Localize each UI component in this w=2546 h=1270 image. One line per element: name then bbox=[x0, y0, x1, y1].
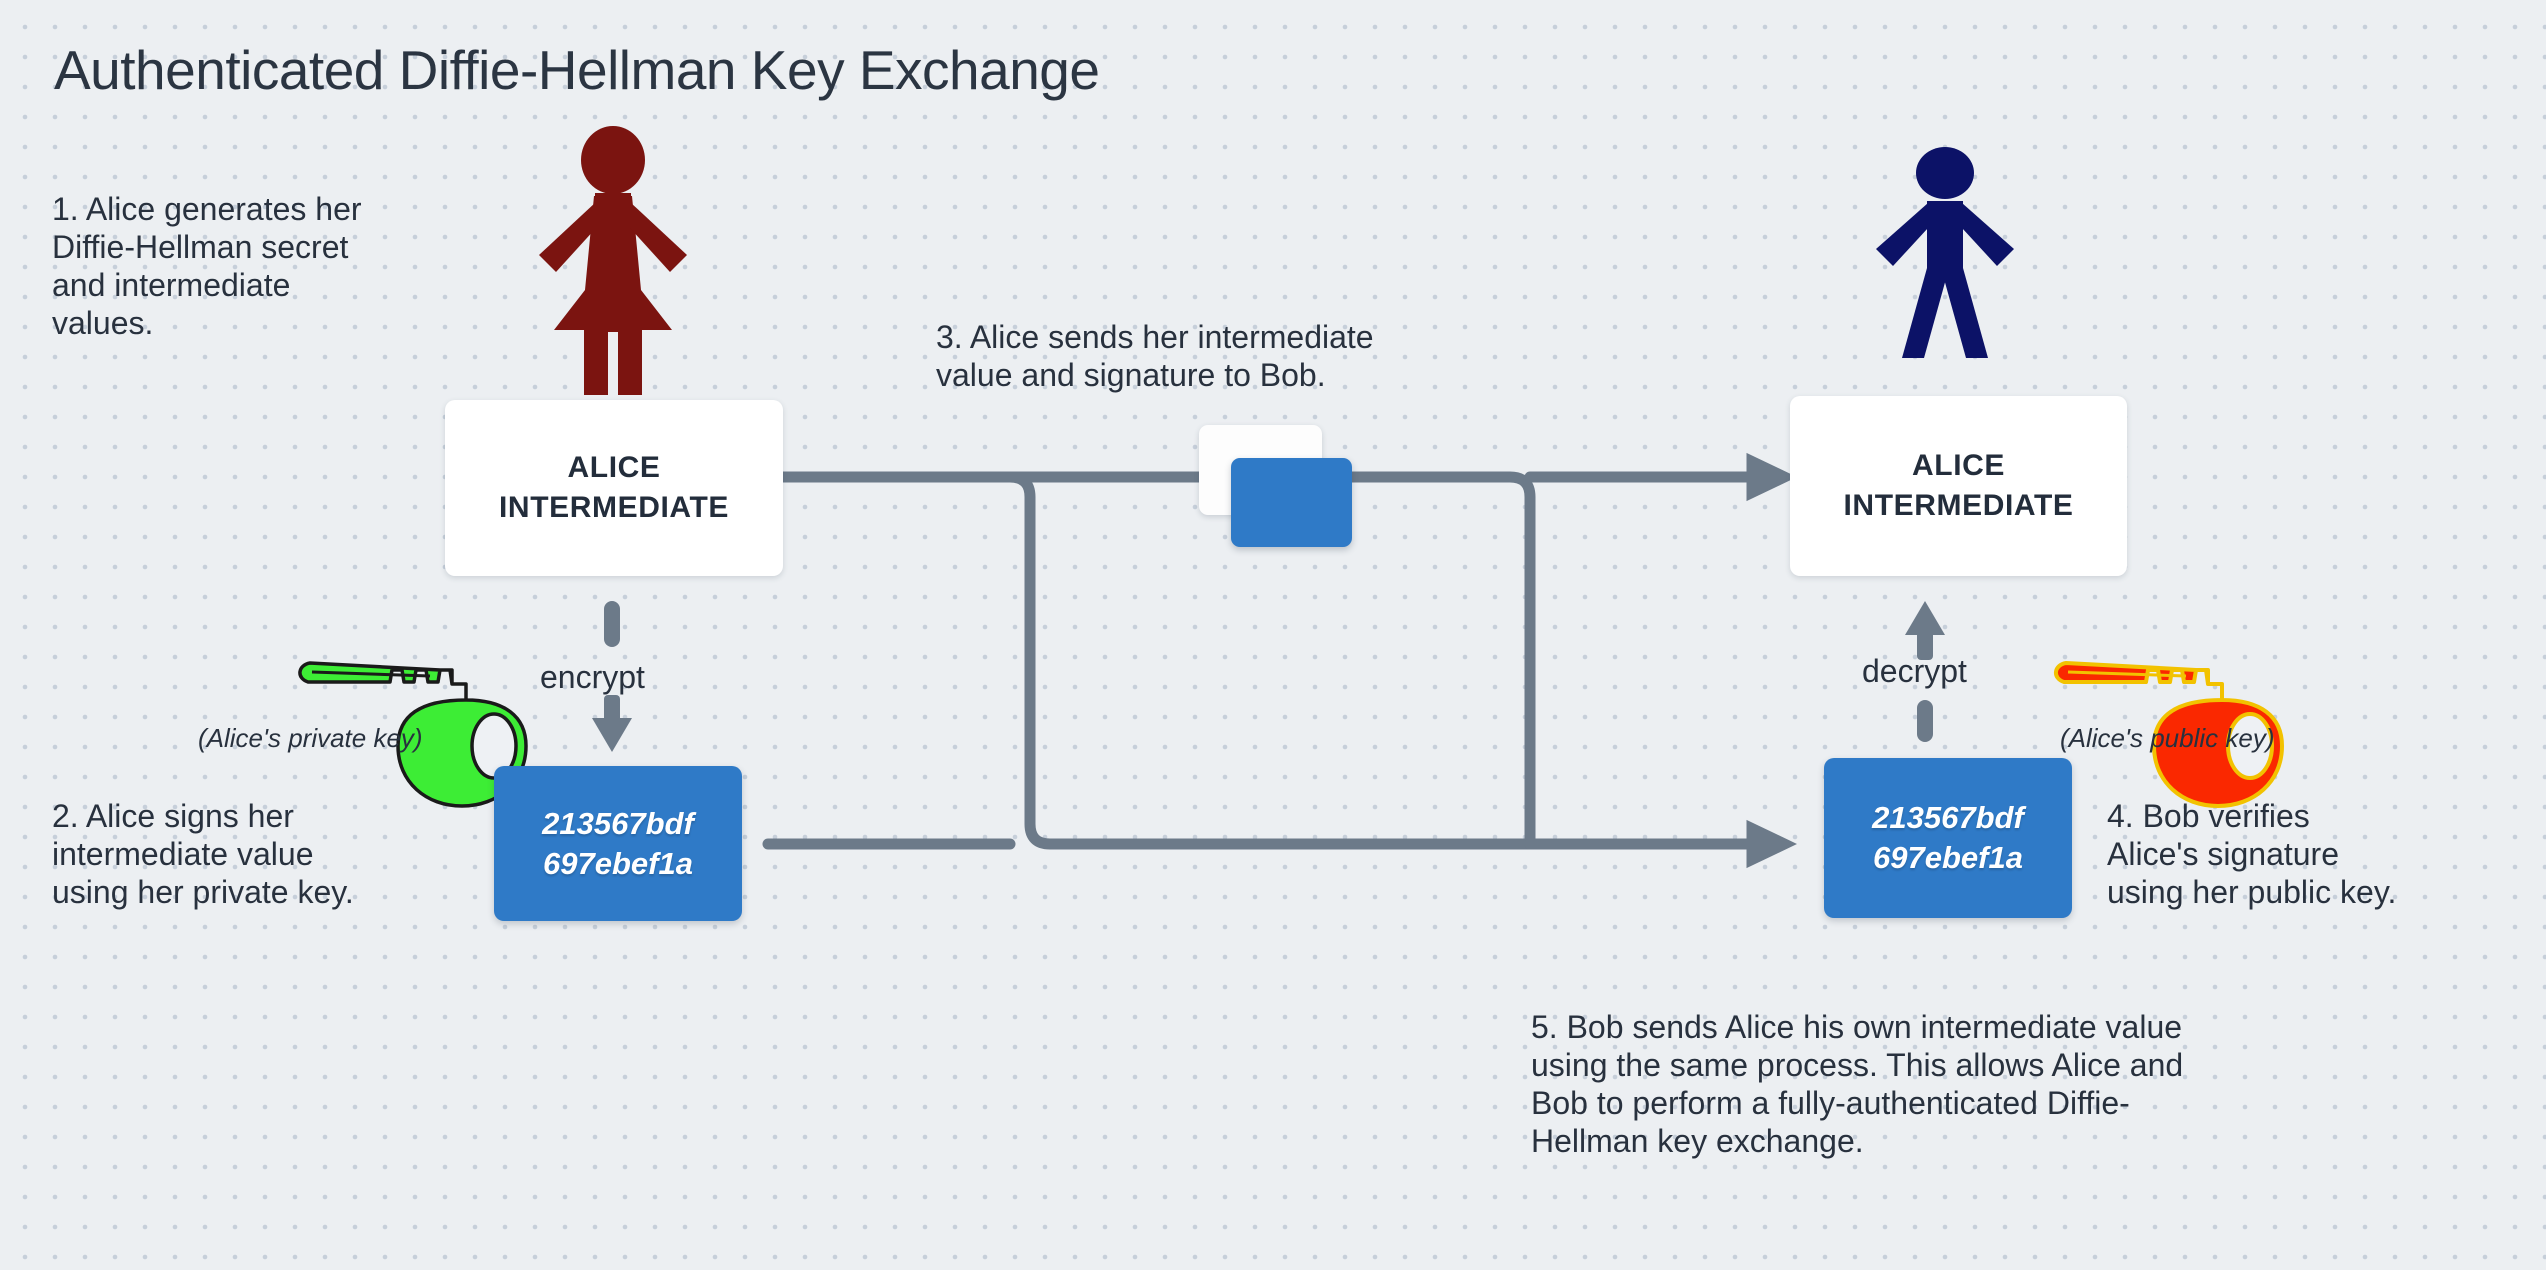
step-1-note: 1. Alice generates her Diffie-Hellman se… bbox=[52, 191, 362, 342]
packet-blue-card[interactable] bbox=[1231, 458, 1352, 547]
signature-line-1: 213567bdf bbox=[1872, 800, 2024, 836]
connector-main-horizontal bbox=[777, 471, 1536, 850]
step-2-note: 2. Alice signs her intermediate value us… bbox=[52, 798, 354, 911]
card-signature-right[interactable]: 213567bdf 697ebef1a bbox=[1824, 758, 2072, 918]
page-title: Authenticated Diffie-Hellman Key Exchang… bbox=[54, 39, 1100, 101]
private-key-caption: (Alice's private key) bbox=[198, 723, 423, 753]
card-line-2: INTERMEDIATE bbox=[499, 491, 729, 524]
decrypt-label: decrypt bbox=[1862, 653, 1967, 689]
card-line-1: ALICE bbox=[1912, 448, 2005, 482]
step-4-note: 4. Bob verifies Alice's signature using … bbox=[2107, 798, 2397, 911]
signature-line-2: 697ebef1a bbox=[543, 845, 693, 881]
card-signature-left[interactable]: 213567bdf 697ebef1a bbox=[494, 766, 742, 921]
step-5-note: 5. Bob sends Alice his own intermediate … bbox=[1531, 1009, 2184, 1160]
step-3-note: 3. Alice sends her intermediate value an… bbox=[936, 319, 1374, 394]
encrypt-label: encrypt bbox=[540, 659, 645, 695]
female-stick-figure-icon bbox=[539, 126, 687, 395]
male-stick-figure-icon bbox=[1876, 147, 2014, 358]
signature-line-1: 213567bdf bbox=[542, 805, 694, 841]
card-line-2: INTERMEDIATE bbox=[1843, 489, 2074, 522]
card-line-1: ALICE bbox=[567, 450, 661, 484]
card-alice-intermediate-right[interactable]: ALICE INTERMEDIATE bbox=[1790, 396, 2127, 576]
card-alice-intermediate-left[interactable]: ALICE INTERMEDIATE bbox=[445, 400, 783, 576]
signature-line-2: 697ebef1a bbox=[1873, 840, 2023, 875]
public-key-caption: (Alice's public key) bbox=[2060, 723, 2275, 753]
